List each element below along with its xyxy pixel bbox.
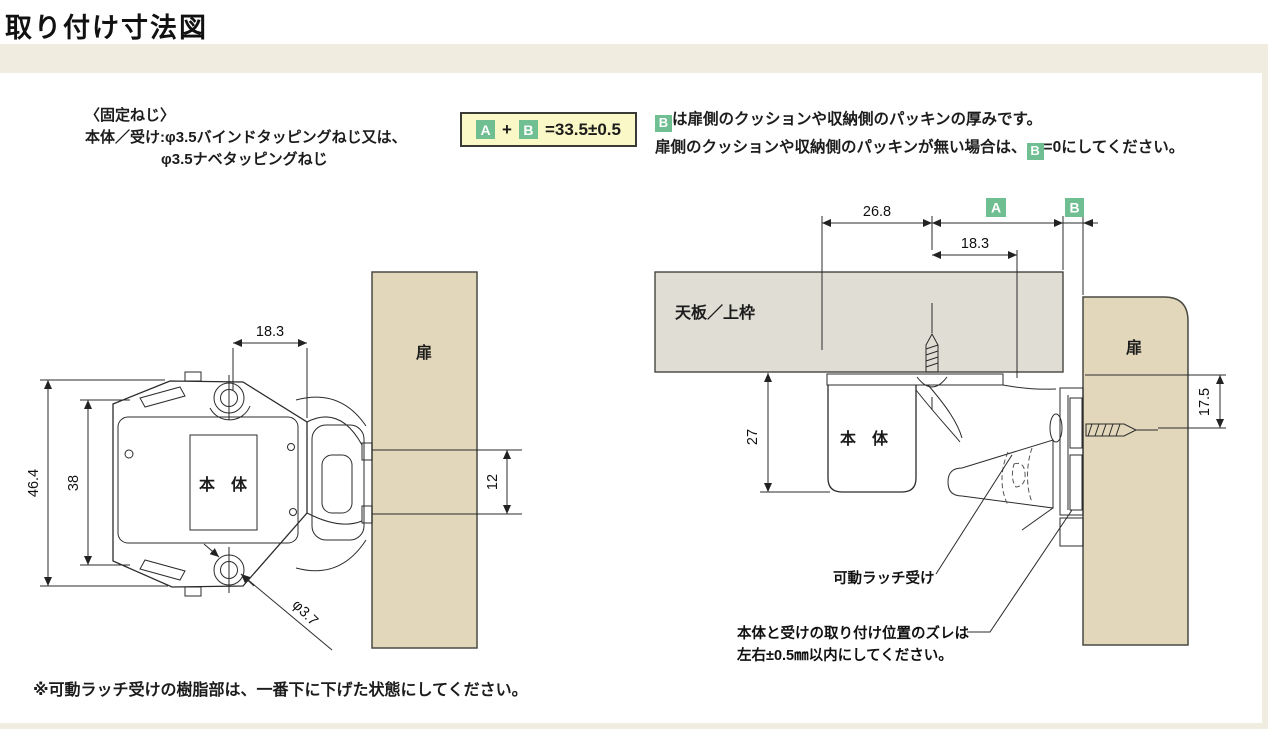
left-door-label: 扉 <box>416 343 432 362</box>
left-diagram: 扉 本 体 18.3 <box>26 271 522 651</box>
formula-box: A + B =33.5±0.5 <box>460 112 637 147</box>
right-panel-label: 天板／上枠 <box>675 303 755 322</box>
right-badge-b: B <box>1065 198 1084 217</box>
latch-callout-text: 可動ラッチ受け <box>833 569 935 587</box>
right-dim-18-3-text: 18.3 <box>961 236 989 252</box>
right-dim-17-5-text: 17.5 <box>1197 388 1213 416</box>
left-dim-38-text: 38 <box>66 475 82 491</box>
right-door-label: 扉 <box>1126 338 1142 357</box>
badge-b: B <box>518 120 538 139</box>
b-note-line1-text: は扉側のクッションや収納側のパッキンの厚みです。 <box>672 111 1042 128</box>
left-dim-12: 12 <box>477 449 522 515</box>
left-body-label: 本 体 <box>199 475 248 494</box>
badge-b-inline2: B <box>1026 142 1044 160</box>
right-dim-18-3: 18.3 <box>932 236 1018 378</box>
left-bottom-note: ※可動ラッチ受けの樹脂部は、一番下に下げた状態にしてください。 <box>33 682 528 699</box>
left-latch-arm <box>295 396 373 572</box>
left-dim-46-4-text: 46.4 <box>26 469 42 497</box>
right-diagram: 天板／上枠 扉 26.8 A B 18.3 <box>654 198 1226 664</box>
fixing-screw-note-line2: φ3.5ナベタッピングねじ <box>161 151 328 168</box>
title-area <box>0 0 1268 44</box>
formula-result: =33.5±0.5 <box>544 119 621 139</box>
latch-receiver <box>915 384 1084 547</box>
left-dim-phi37-text: φ3.7 <box>289 597 321 629</box>
content-area <box>0 73 1262 723</box>
right-dim-17-5: 17.5 <box>1085 374 1226 429</box>
badge-b-inline1: B <box>655 114 672 132</box>
right-door-panel: 扉 <box>1082 296 1189 646</box>
right-top-panel: 天板／上枠 <box>654 271 1064 373</box>
fixing-screw-note: 〈固定ねじ〉 本体／受け:φ3.5バインドタッピングねじ又は、 φ3.5ナベタッ… <box>85 105 407 171</box>
alignment-note-line1: 本体と受けの取り付け位置のズレは <box>737 624 969 642</box>
left-door-panel: 扉 <box>371 271 478 649</box>
svg-text:B: B <box>1069 200 1079 216</box>
alignment-note: 本体と受けの取り付け位置のズレは 左右±0.5㎜以内にしてください。 <box>736 509 1073 664</box>
fixing-screw-note-header: 〈固定ねじ〉 <box>85 107 176 124</box>
right-dim-26-8-text: 26.8 <box>863 204 891 220</box>
badge-a: A <box>476 120 496 139</box>
right-badge-a: A <box>986 198 1006 217</box>
left-body-plate: 本 体 <box>112 371 308 597</box>
right-body-label: 本 体 <box>840 429 889 448</box>
left-dim-phi37: φ3.7 <box>203 543 333 651</box>
vertical-screw <box>916 303 948 410</box>
left-dim-38: 38 <box>66 399 130 566</box>
left-dim-18-3: 18.3 <box>232 324 308 418</box>
page-title: 取り付け寸法図 <box>5 13 208 43</box>
latch-callout: 可動ラッチ受け <box>833 454 1013 587</box>
fixing-screw-note-line1: 本体／受け:φ3.5バインドタッピングねじ又は、 <box>85 129 407 146</box>
b-note-line2-pre: 扉側のクッションや収納側のパッキンが無い場合は、 <box>655 139 1027 156</box>
left-dim-18-3-text: 18.3 <box>256 324 284 340</box>
horizontal-screw <box>1085 423 1158 437</box>
svg-text:A: A <box>991 200 1001 216</box>
right-dims-top: 26.8 A B <box>821 198 1098 350</box>
formula-plus: + <box>502 119 512 139</box>
right-dim-27: 27 <box>745 373 830 493</box>
left-dim-46-4: 46.4 <box>26 379 168 587</box>
b-note-line2: 扉側のクッションや収納側のパッキンが無い場合は、B=0にしてください。 <box>655 134 1184 162</box>
right-dim-27-text: 27 <box>745 429 761 445</box>
b-note-line2-post: =0にしてください。 <box>1043 139 1185 156</box>
right-body: 本 体 <box>826 373 1004 493</box>
left-dim-12-text: 12 <box>485 474 501 490</box>
alignment-note-line2: 左右±0.5㎜以内にしてください。 <box>736 646 953 664</box>
